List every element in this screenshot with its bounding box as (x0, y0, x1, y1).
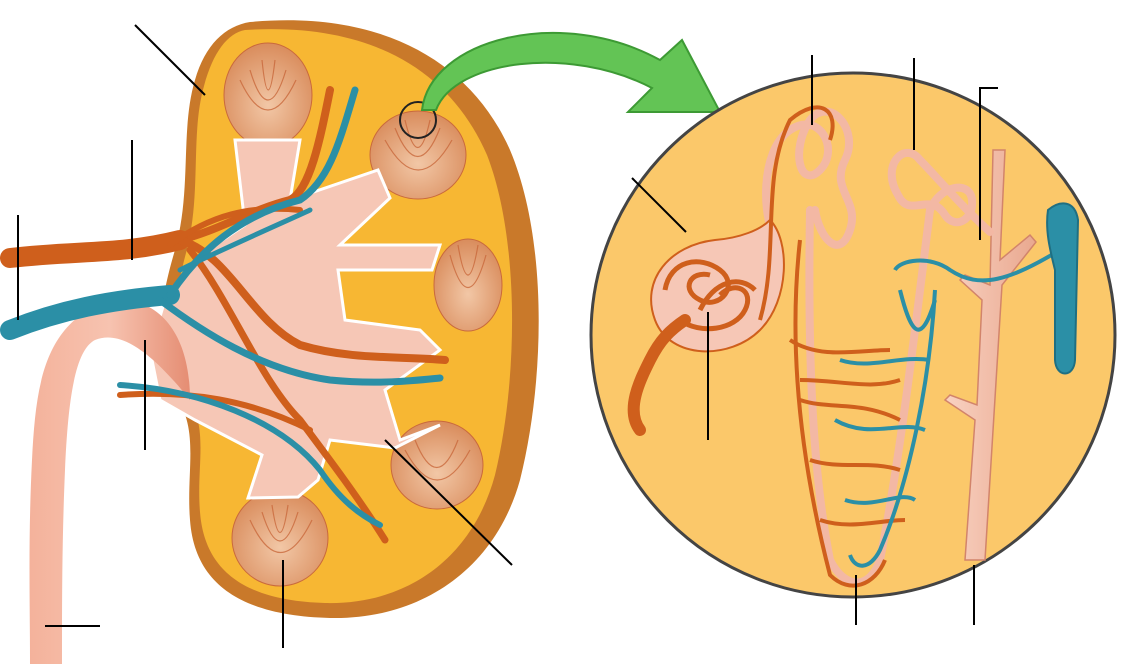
pyramid-5 (232, 490, 328, 586)
nephron-detail (591, 73, 1115, 597)
pyramid-3 (434, 239, 502, 331)
leader-line-cortex (135, 25, 205, 95)
ureter (30, 298, 191, 664)
pyramid-1 (224, 43, 312, 147)
pyramid-4 (391, 421, 483, 509)
kidney-section (10, 20, 539, 664)
